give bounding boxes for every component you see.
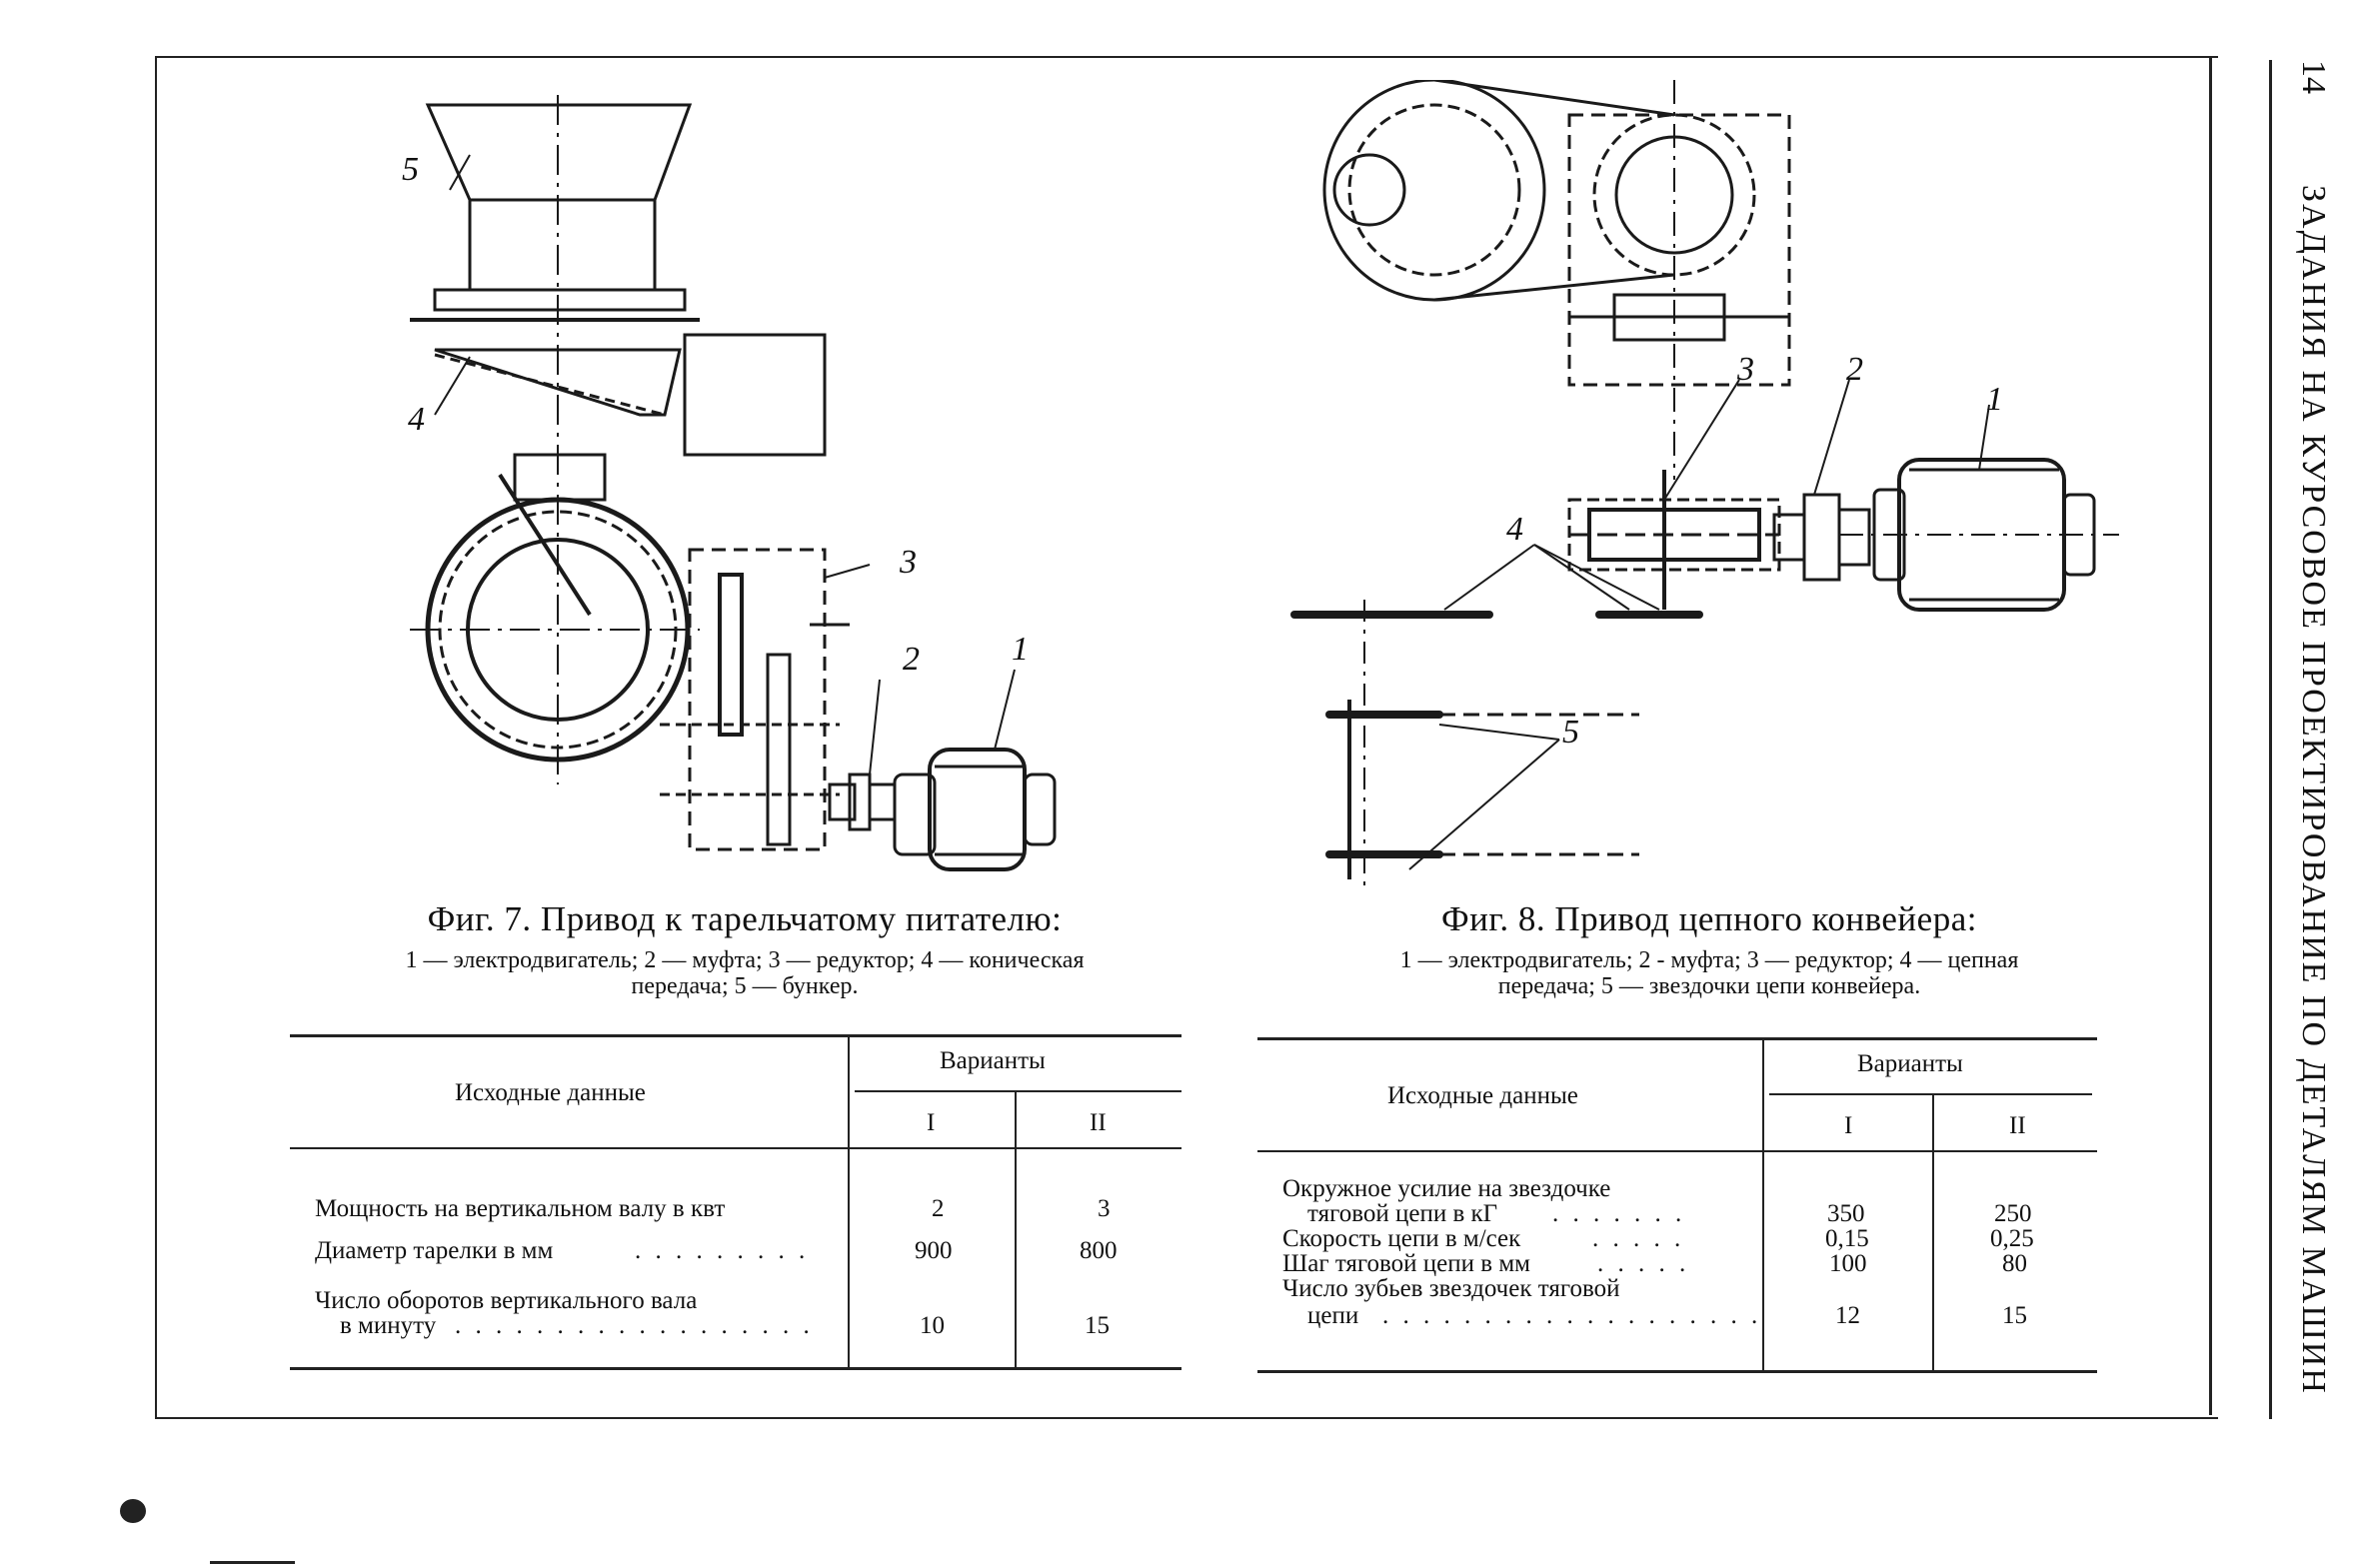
fig8-row4-label-2: цепи — [1307, 1302, 1359, 1329]
fig8-variant-2: II — [2009, 1112, 2026, 1139]
fig7-row1-v2: 3 — [1098, 1195, 1111, 1222]
fig7-row2-label: Диаметр тарелки в мм — [315, 1237, 554, 1264]
fig8-row2-label: Скорость цепи в м/сек — [1282, 1225, 1521, 1252]
fig7-header-left: Исходные данные — [455, 1079, 646, 1106]
callout-4: 4 — [408, 401, 425, 438]
callout-4: 4 — [1506, 511, 1523, 548]
callout-1: 1 — [1012, 631, 1029, 668]
pulley-left — [1322, 80, 1546, 302]
fig8-row1-label-1: Окружное усилие на звездочке — [1282, 1175, 1611, 1202]
fig7-row3-v2: 15 — [1085, 1312, 1110, 1339]
fig8-row4-label-1: Число зубьев звездочек тяговой — [1282, 1275, 1620, 1302]
callout-3: 3 — [1736, 351, 1754, 388]
fig7-row3-label-2: в минуту — [340, 1312, 437, 1339]
fig7-legend-line2: передача; 5 — бункер. — [631, 973, 859, 999]
fig7-row3-label-1: Число оборотов вертикального вала — [315, 1287, 698, 1314]
fig8-row1-v2: 250 — [1994, 1200, 2032, 1227]
fig8-row4-v2: 15 — [2002, 1302, 2027, 1329]
leader-dots: . . . . . . . — [1552, 1200, 1686, 1227]
running-head-title: ЗАДАНИЯ НА КУРСОВОЕ ПРОЕКТИРОВАНИЕ ПО ДЕ… — [2295, 185, 2332, 1395]
leader-dots: . . . . . . . . . . . . . . . . . . — [455, 1312, 814, 1339]
callout-3: 3 — [899, 544, 917, 581]
hopper-neck — [468, 198, 657, 292]
fig8-row2-v2: 0,25 — [1990, 1225, 2034, 1252]
callout-5: 5 — [1562, 714, 1579, 751]
fig7-legend-line1: 1 — электродвигатель; 2 — муфта; 3 — ред… — [405, 947, 1085, 973]
gear-small — [766, 653, 792, 846]
fig8-row3-v1: 100 — [1829, 1250, 1867, 1277]
frame-right-rule — [2209, 56, 2212, 1415]
fig8-row1-label-2: тяговой цепи в кГ — [1307, 1200, 1498, 1227]
fig7-row1-v1: 2 — [932, 1195, 945, 1222]
fig8-row2-v1: 0,15 — [1825, 1225, 1869, 1252]
running-head: 14 ЗАДАНИЯ НА КУРСОВОЕ ПРОЕКТИРОВАНИЕ ПО… — [2294, 60, 2334, 1419]
footnote-rule — [210, 1561, 295, 1564]
fig8-header-variants: Варианты — [1857, 1050, 1963, 1077]
fig7-drawing: 5 4 3 2 1 — [402, 95, 1057, 871]
fig7-title: Фиг. 7. Привод к тарельчатому питателю: — [427, 899, 1063, 938]
ink-blot — [120, 1499, 146, 1523]
fig8-row3-v2: 80 — [2002, 1250, 2027, 1277]
fig7-row3-v1: 10 — [920, 1312, 945, 1339]
leader-dots: . . . . . . . . . . . . . . . . . . . — [1382, 1302, 1762, 1329]
fig7-row2-v2: 800 — [1080, 1237, 1118, 1264]
running-head-rule — [2269, 60, 2272, 1419]
fig8-row3-label: Шаг тяговой цепи в мм — [1282, 1250, 1530, 1277]
callout-2: 2 — [903, 641, 920, 678]
fig7-variant-2: II — [1090, 1109, 1107, 1136]
fig8-drawing: 1 2 3 4 5 — [1290, 80, 2119, 889]
leader-dots: . . . . . — [1597, 1250, 1690, 1277]
fig8-title: Фиг. 8. Привод цепного конвейера: — [1441, 899, 1977, 938]
fig7-caption: Фиг. 7. Привод к тарельчатому питателю: … — [295, 899, 1194, 999]
pulley-right — [1592, 113, 1756, 277]
callout-2: 2 — [1846, 351, 1863, 388]
leader-dots: . . . . . . . . . — [635, 1237, 810, 1264]
gear-large — [718, 573, 744, 737]
fig8-row4-v1: 12 — [1835, 1302, 1860, 1329]
fig8-row1-v1: 350 — [1827, 1200, 1865, 1227]
fig8-legend-line1: 1 — электродвигатель; 2 - муфта; 3 — ред… — [1399, 947, 2019, 973]
fig8-caption: Фиг. 8. Привод цепного конвейера: 1 — эл… — [1249, 899, 2169, 999]
fig7-variant-1: I — [927, 1109, 936, 1136]
page-number: 14 — [2295, 60, 2332, 94]
fig7-row2-v1: 900 — [915, 1237, 953, 1264]
fig7-header-variants: Варианты — [940, 1047, 1046, 1074]
leader-dots: . . . . . — [1592, 1225, 1685, 1252]
callout-5: 5 — [402, 151, 419, 188]
fig8-legend-line2: передача; 5 — звездочки цепи конвейера. — [1497, 973, 1921, 999]
fig8-header-left: Исходные данные — [1387, 1082, 1578, 1109]
fig7-table: Исходные данные Варианты I II Мощность н… — [290, 1034, 1182, 1370]
gearbox-top — [683, 333, 827, 457]
callout-1: 1 — [1986, 381, 2003, 418]
fig8-variant-1: I — [1844, 1112, 1853, 1139]
fig8-table: Исходные данные Варианты I II Окружное у… — [1257, 1037, 2097, 1373]
page-frame — [155, 56, 2218, 1419]
fig7-row1-label: Мощность на вертикальном валу в квт — [315, 1195, 726, 1222]
